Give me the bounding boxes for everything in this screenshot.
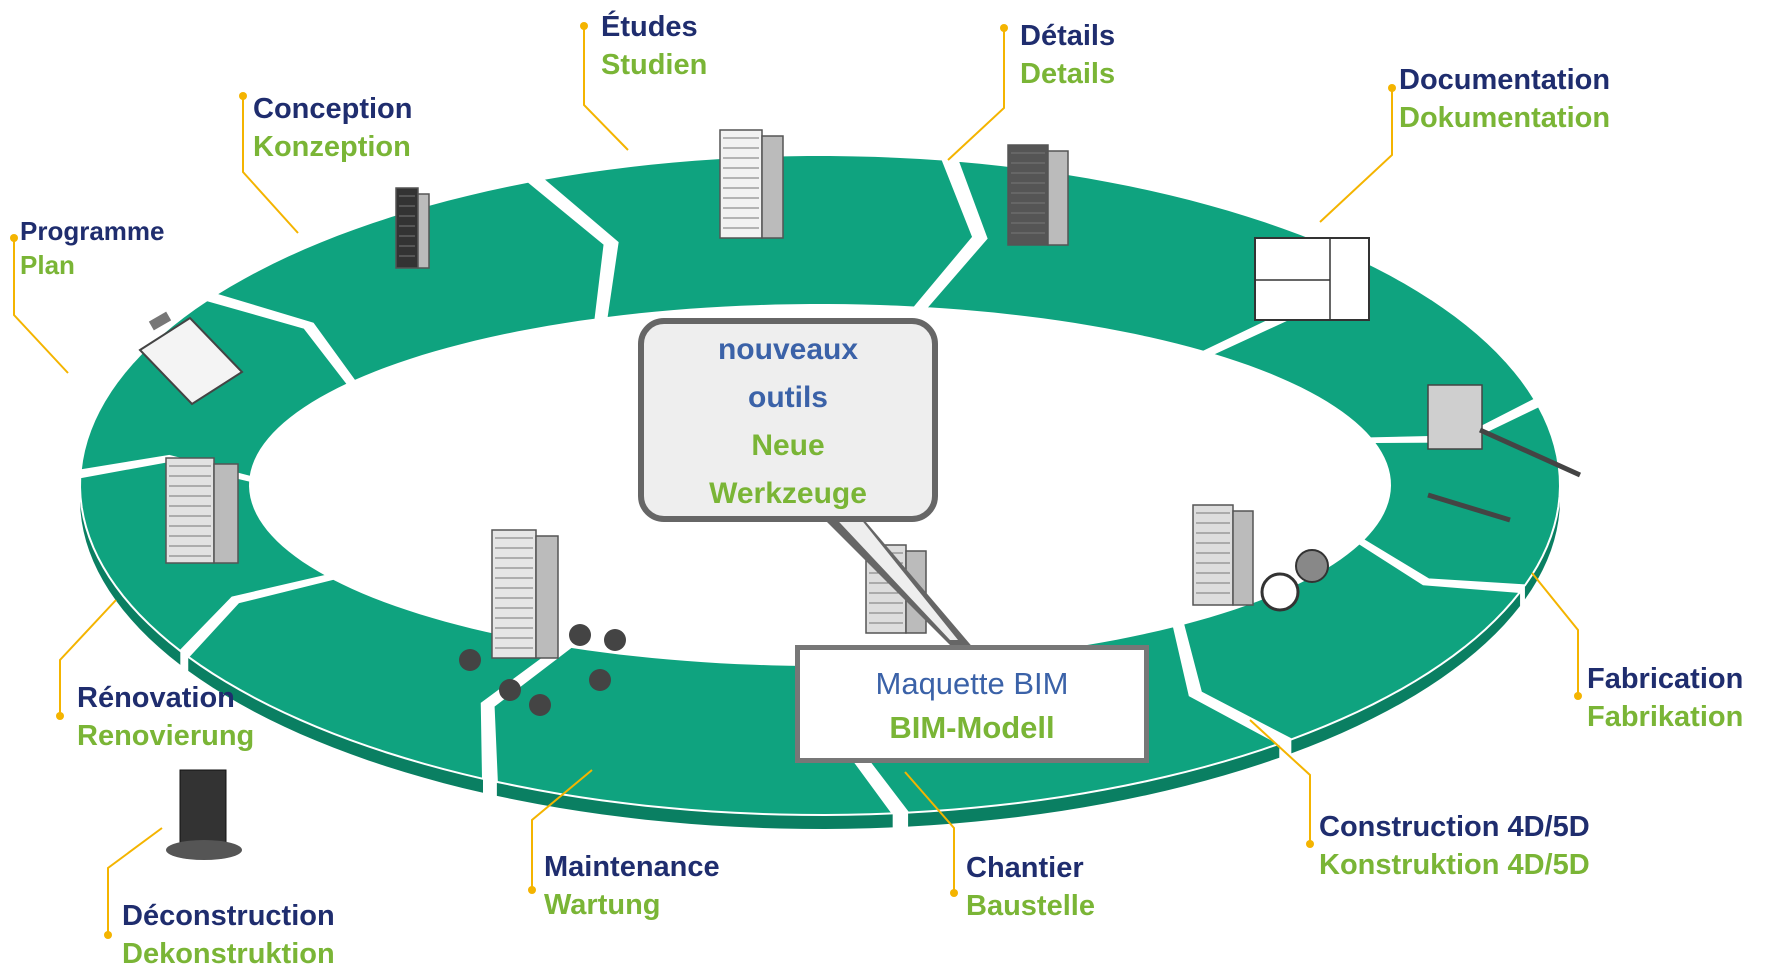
ring-segment-side bbox=[1524, 406, 1560, 600]
stage-label-de: Fabrikation bbox=[1587, 701, 1744, 733]
stage-label-fr: Maintenance bbox=[544, 851, 720, 883]
renovation-crane-icon bbox=[165, 457, 239, 564]
leader-dot bbox=[56, 712, 64, 720]
stage-label-fr: Chantier bbox=[966, 852, 1084, 884]
leader-line bbox=[583, 26, 629, 151]
leader-line bbox=[1249, 719, 1311, 844]
stage-construction: Construction 4D/5D Konstruktion 4D/5D bbox=[1319, 808, 1590, 884]
ring-segment-side bbox=[1291, 591, 1521, 754]
floor-plan-icon bbox=[1254, 237, 1370, 321]
stage-label-fr: Rénovation bbox=[77, 682, 235, 714]
stage-label-de: Baustelle bbox=[966, 890, 1095, 922]
leader-dot bbox=[1388, 84, 1396, 92]
stage-programme: Programme Plan bbox=[20, 214, 165, 282]
stage-maintenance: Maintenance Wartung bbox=[544, 848, 720, 924]
bim-model-label-fr: Maquette BIM bbox=[875, 666, 1069, 701]
leader-dot bbox=[1000, 24, 1008, 32]
trees-icon bbox=[459, 624, 626, 716]
ring-segment-side bbox=[188, 656, 484, 793]
building-lines-icon bbox=[719, 129, 784, 239]
leader-dot bbox=[10, 234, 18, 242]
leader-line bbox=[1531, 572, 1579, 696]
stage-label-de: Plan bbox=[20, 250, 75, 280]
leader-dot bbox=[239, 92, 247, 100]
leader-dot bbox=[528, 886, 536, 894]
bim-model-label-de: BIM-Modell bbox=[889, 710, 1055, 745]
stage-renovation: Rénovation Renovierung bbox=[77, 679, 254, 755]
clock-dollar-icon bbox=[1192, 504, 1254, 606]
stage-label-fr: Documentation bbox=[1399, 64, 1611, 96]
leader-dot bbox=[1306, 840, 1314, 848]
stage-details: Détails Details bbox=[1020, 17, 1115, 93]
stage-documentation: Documentation Dokumentation bbox=[1399, 61, 1610, 137]
bim-model-box: Maquette BIM BIM-Modell bbox=[795, 645, 1149, 763]
leader-dot bbox=[950, 889, 958, 897]
callout-line: nouveaux bbox=[717, 333, 859, 366]
ring-segment bbox=[213, 180, 606, 383]
massing-model-icon bbox=[395, 187, 430, 269]
demolition-icon bbox=[166, 769, 242, 860]
stage-label-fr: Programme bbox=[20, 216, 165, 246]
leader-dot bbox=[580, 22, 588, 30]
tower-icon bbox=[1007, 144, 1069, 246]
clock-icon bbox=[1260, 549, 1329, 612]
leader-dot bbox=[104, 931, 112, 939]
leader-line bbox=[59, 599, 117, 716]
stage-label-de: Wartung bbox=[544, 889, 661, 921]
stage-etudes: Études Studien bbox=[601, 8, 707, 84]
leader-line bbox=[1319, 88, 1393, 223]
stage-label-fr: Études bbox=[601, 11, 698, 43]
stage-label-de: Studien bbox=[601, 49, 708, 81]
clipboard-icon bbox=[138, 311, 244, 406]
factory-icon bbox=[1427, 384, 1582, 523]
ring-segment bbox=[186, 577, 563, 781]
stage-label-fr: Conception bbox=[253, 93, 413, 125]
ring-segment bbox=[492, 645, 895, 816]
stage-label-fr: Détails bbox=[1020, 20, 1116, 52]
stage-label-fr: Fabrication bbox=[1587, 663, 1744, 695]
stage-label-de: Konstruktion 4D/5D bbox=[1319, 849, 1590, 881]
stage-deconstruction: Déconstruction Dekonstruktion bbox=[122, 897, 335, 973]
new-tools-callout: nouveaux outils Neue Werkzeuge bbox=[638, 318, 938, 522]
callout-line: Werkzeuge bbox=[709, 477, 867, 510]
ring-segment bbox=[1361, 404, 1561, 587]
leader-line bbox=[242, 96, 299, 234]
leader-line bbox=[904, 771, 955, 893]
stage-label-de: Dekonstruktion bbox=[122, 938, 335, 970]
stage-label-fr: Déconstruction bbox=[122, 900, 335, 932]
leader-dot bbox=[1574, 692, 1582, 700]
ring-segment-side bbox=[80, 477, 181, 665]
leader-line bbox=[107, 827, 163, 935]
stage-chantier: Chantier Baustelle bbox=[966, 849, 1095, 925]
callout-pointer-fill bbox=[826, 508, 958, 640]
trees-building-icon bbox=[491, 529, 559, 659]
stage-label-fr: Construction 4D/5D bbox=[1319, 811, 1590, 843]
stage-label-de: Dokumentation bbox=[1399, 102, 1611, 134]
stage-label-de: Details bbox=[1020, 58, 1116, 90]
leader-line bbox=[13, 238, 69, 374]
leader-lines bbox=[10, 22, 1582, 939]
stage-label-de: Renovierung bbox=[77, 720, 255, 752]
callout-line: outils bbox=[748, 381, 828, 414]
callout-line: Neue bbox=[751, 429, 825, 462]
stage-fabrication: Fabrication Fabrikation bbox=[1587, 660, 1743, 736]
leader-line bbox=[947, 28, 1005, 161]
leader-line bbox=[531, 769, 593, 890]
stage-conception: Conception Konzeption bbox=[253, 90, 413, 166]
stage-label-de: Konzeption bbox=[253, 131, 411, 163]
ring-segment-side bbox=[496, 781, 893, 829]
